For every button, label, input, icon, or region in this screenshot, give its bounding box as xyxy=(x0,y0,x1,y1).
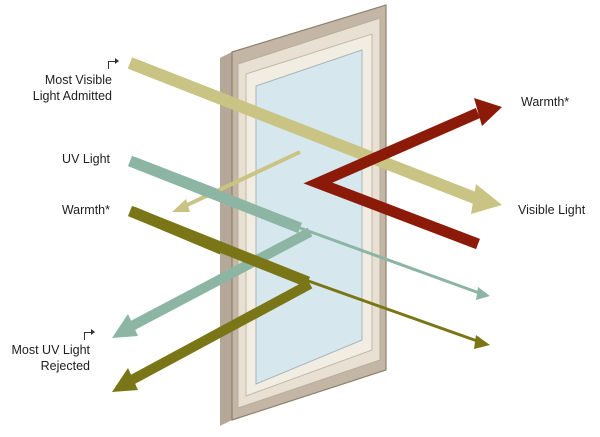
corner-arrow-icon xyxy=(108,58,119,69)
label-visible-light: Visible Light xyxy=(518,203,586,217)
label-warmth-right: Warmth* xyxy=(521,95,570,109)
warmth-right-beam xyxy=(303,107,481,250)
visible-light-beam-start xyxy=(127,57,253,116)
warmth-left-thin-through xyxy=(299,276,481,344)
rays-front xyxy=(112,57,502,392)
uv-light-beam xyxy=(127,155,303,234)
label-most-visible-line2: Light Admitted xyxy=(32,89,112,103)
uv-light-thin-through xyxy=(299,226,483,296)
visible-light-reflect-head xyxy=(172,199,190,212)
warmth-left-beam xyxy=(127,205,311,288)
label-most-uv-line2: Rejected xyxy=(40,359,90,373)
label-most-uv-rejected: Most UV Light Rejected xyxy=(0,342,90,374)
window-frame xyxy=(220,4,387,426)
visible-light-arrowhead xyxy=(471,184,502,214)
warmth-left-reflect-head xyxy=(112,368,138,392)
uv-light-reflect-head xyxy=(112,314,138,338)
corner-arrow-icon xyxy=(84,329,95,340)
label-most-uv-line1: Most UV Light xyxy=(11,343,90,357)
warmth-left-thin-head xyxy=(474,335,490,349)
visible-light-reflect xyxy=(184,150,301,208)
uv-light-thin-head xyxy=(476,287,490,300)
warmth-right-arrowhead xyxy=(474,98,502,126)
label-uv-light: UV Light xyxy=(62,152,110,166)
label-warmth-left: Warmth* xyxy=(61,203,110,217)
uv-light-reflect xyxy=(125,227,313,333)
label-most-visible-light: Most Visible Light Admitted xyxy=(0,72,112,104)
visible-light-beam-through xyxy=(247,104,483,206)
label-most-visible-line1: Most Visible xyxy=(44,73,112,87)
warmth-left-reflect xyxy=(125,279,313,387)
